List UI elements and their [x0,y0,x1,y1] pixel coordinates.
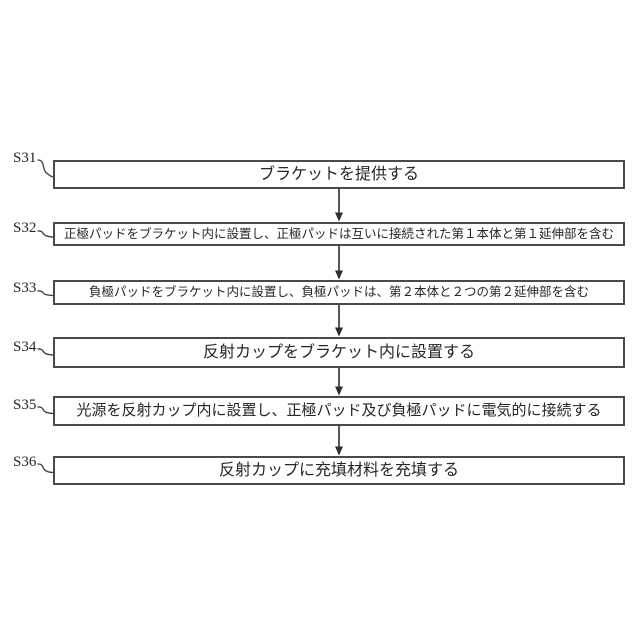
step-box-s32: 正極パッドをブラケット内に設置し、正極パッドは互いに接続された第１本体と第１延伸… [53,222,625,246]
step-text-s33: 負極パッドをブラケット内に設置し、負極パッドは、第２本体と２つの第２延伸部を含む [88,285,589,300]
step-label-s36: S36 [13,454,37,470]
step-box-s31: ブラケットを提供する [53,160,625,189]
step-text-s35: 光源を反射カップ内に設置し、正極パッド及び負極パッドに電気的に接続する [76,402,602,419]
step-label-s34: S34 [13,339,37,355]
label-leader-curve [37,159,54,474]
step-text-s32: 正極パッドをブラケット内に設置し、正極パッドは互いに接続された第１本体と第１延伸… [63,226,614,241]
step-box-s36: 反射カップに充填材料を充填する [53,456,625,485]
step-text-s31: ブラケットを提供する [258,165,419,183]
step-label-s35: S35 [13,397,37,413]
step-label-s31: S31 [13,150,37,166]
step-box-s34: 反射カップをブラケット内に設置する [53,337,625,368]
step-box-s35: 光源を反射カップ内に設置し、正極パッド及び負極パッドに電気的に接続する [53,396,625,426]
step-box-s33: 負極パッドをブラケット内に設置し、負極パッドは、第２本体と２つの第２延伸部を含む [53,280,625,305]
step-text-s36: 反射カップに充填材料を充填する [218,461,459,479]
step-text-s34: 反射カップをブラケット内に設置する [202,343,475,361]
step-label-s32: S32 [13,220,37,236]
step-label-s33: S33 [13,280,37,296]
